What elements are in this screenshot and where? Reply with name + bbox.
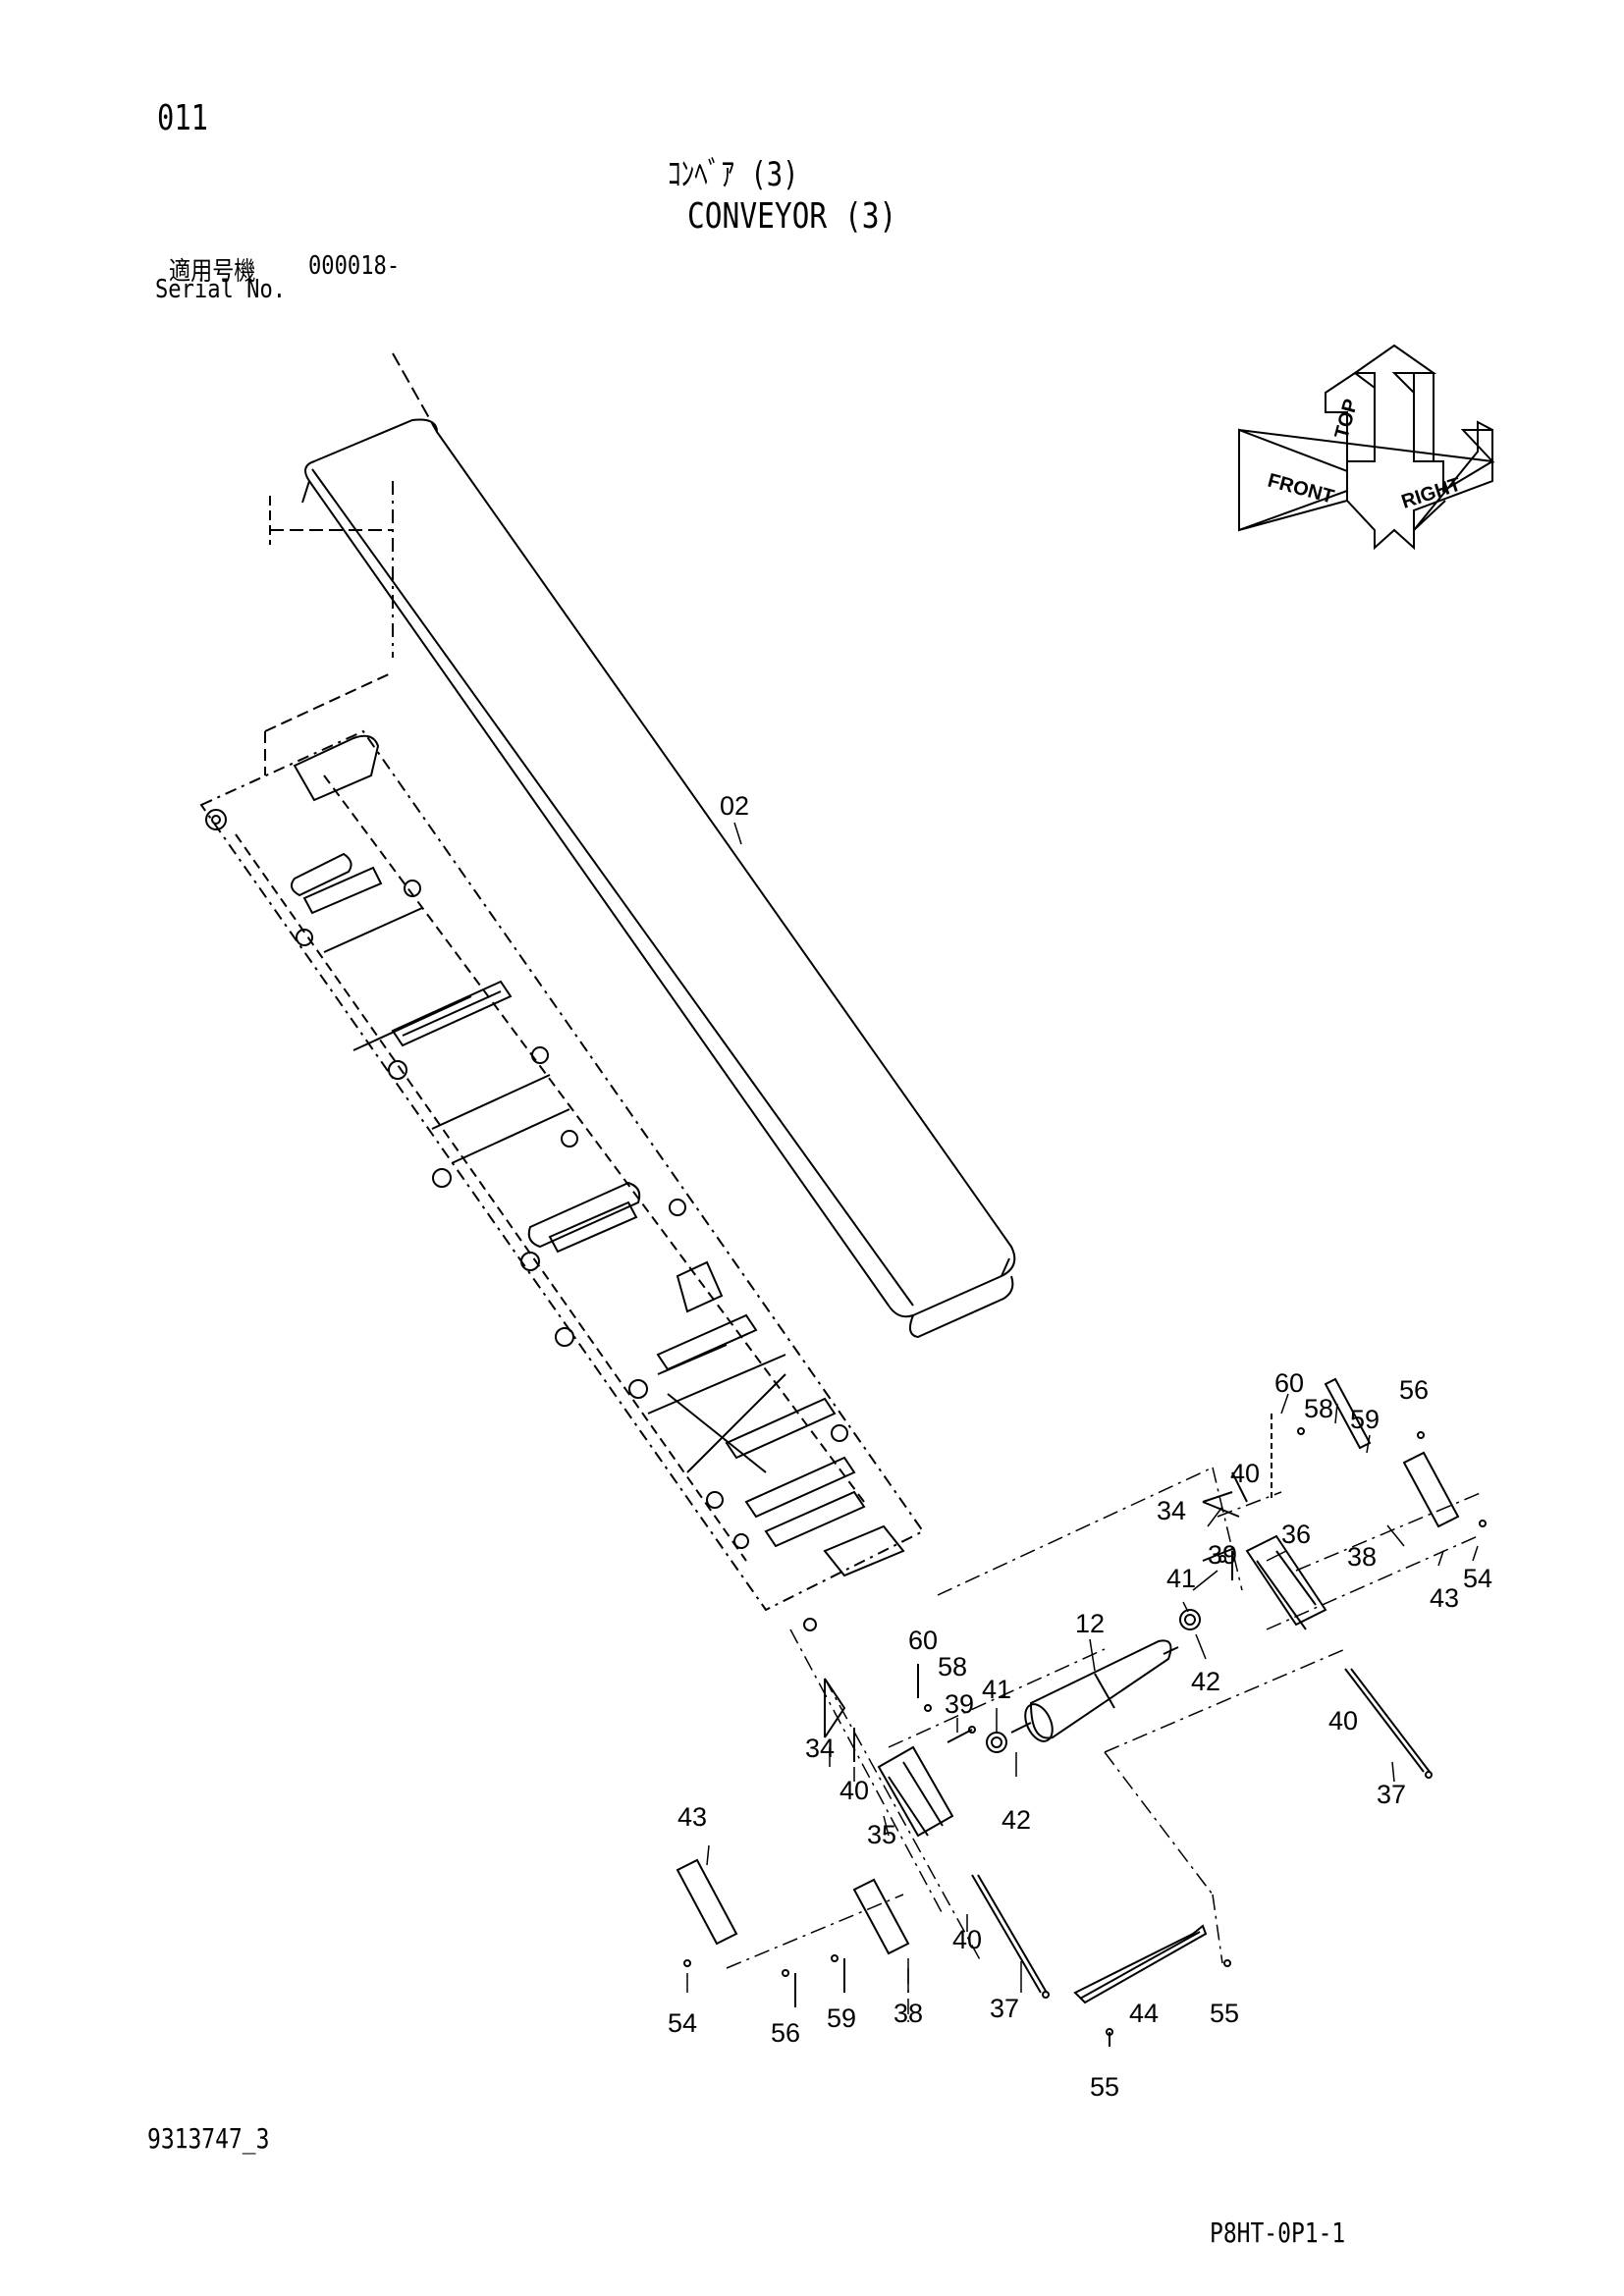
callout-41-left: 41 (982, 1675, 1011, 1704)
callout-59-left: 59 (827, 2003, 856, 2033)
callout-43-left: 43 (677, 1802, 707, 1832)
sheet-code: P8HT-0P1-1 (1210, 2216, 1346, 2249)
orientation-icon: TOP FRONT RIGHT (1238, 344, 1495, 551)
leader-lines (686, 822, 1479, 1993)
callout-38-right: 38 (1347, 1542, 1377, 1572)
pin-59-left (852, 1878, 910, 1955)
callout-37-left: 37 (990, 1994, 1019, 2023)
callout-42-right: 42 (1191, 1667, 1220, 1696)
bearing-41-left (986, 1732, 1007, 1753)
callout-44: 44 (1129, 1999, 1159, 2028)
assembly-centerlines (726, 1467, 1484, 2022)
callout-60-left: 60 (908, 1626, 938, 1655)
callout-36: 36 (1281, 1520, 1311, 1549)
callout-59-right: 59 (1350, 1405, 1380, 1434)
serial-label-english: Serial No. (155, 275, 287, 304)
shaft-37-right (1344, 1668, 1425, 1773)
plate-43-left (676, 1858, 738, 1946)
callout-56-left: 56 (771, 2018, 800, 2048)
callout-12: 12 (1075, 1609, 1105, 1638)
callout-58-right: 58 (1304, 1394, 1333, 1423)
callout-54-right: 54 (1463, 1564, 1492, 1593)
callout-43-right: 43 (1430, 1583, 1459, 1613)
callout-41-right: 41 (1166, 1564, 1196, 1593)
title-japanese: ｺﾝﾍﾞｱ (3) (668, 155, 799, 194)
orientation-label-top: TOP (1331, 397, 1363, 441)
callout-40-left-upper: 40 (839, 1776, 869, 1805)
conveyor-belt (269, 352, 1016, 1339)
serial-number-value: 000018- (308, 251, 401, 281)
drive-roller-12 (1010, 1639, 1179, 1742)
callout-58-left: 58 (938, 1652, 967, 1682)
left-side-parts (676, 1664, 1050, 2007)
callout-40-left-lower: 40 (952, 1925, 982, 1954)
serial-label-japanese: 適用号機 (169, 257, 256, 287)
callout-40-right-upper: 40 (1230, 1459, 1260, 1488)
callout-39-left: 39 (945, 1689, 974, 1719)
title-english: CONVEYOR (3) (687, 196, 897, 237)
orientation-label-front: FRONT (1266, 470, 1336, 508)
callout-02: 02 (720, 791, 749, 821)
drawing-number: 9313747_3 (147, 2122, 270, 2155)
pin-59-right (1324, 1377, 1372, 1450)
shaft-37-left (971, 1874, 1042, 1994)
page-number: 011 (157, 98, 209, 138)
callout-40-right-lower: 40 (1328, 1706, 1358, 1735)
bearing-41-right (1179, 1609, 1201, 1630)
callout-55-bottom: 55 (1090, 2072, 1119, 2102)
callout-37-right: 37 (1377, 1780, 1406, 1809)
callout-54-left: 54 (668, 2008, 697, 2038)
callout-labels: 02 60 58 56 59 40 34 36 39 38 43 54 41 1… (668, 791, 1492, 2102)
callout-60-right: 60 (1274, 1368, 1304, 1398)
callout-38-left: 38 (893, 1999, 923, 2028)
bearing-housing-35 (877, 1745, 954, 1838)
scraper-44 (1073, 1924, 1231, 2047)
right-side-parts (1179, 1377, 1487, 1779)
callout-55-right: 55 (1210, 1999, 1239, 2028)
callout-56-right: 56 (1399, 1375, 1429, 1405)
callout-39-right: 39 (1208, 1540, 1237, 1570)
conveyor-frame (199, 671, 925, 1631)
callout-42-left: 42 (1001, 1805, 1031, 1835)
callout-34-right: 34 (1157, 1496, 1186, 1525)
callout-35: 35 (867, 1820, 896, 1849)
plate-43-right (1402, 1451, 1460, 1528)
bearing-housing-36 (1245, 1534, 1327, 1627)
callout-34-left: 34 (805, 1734, 835, 1763)
